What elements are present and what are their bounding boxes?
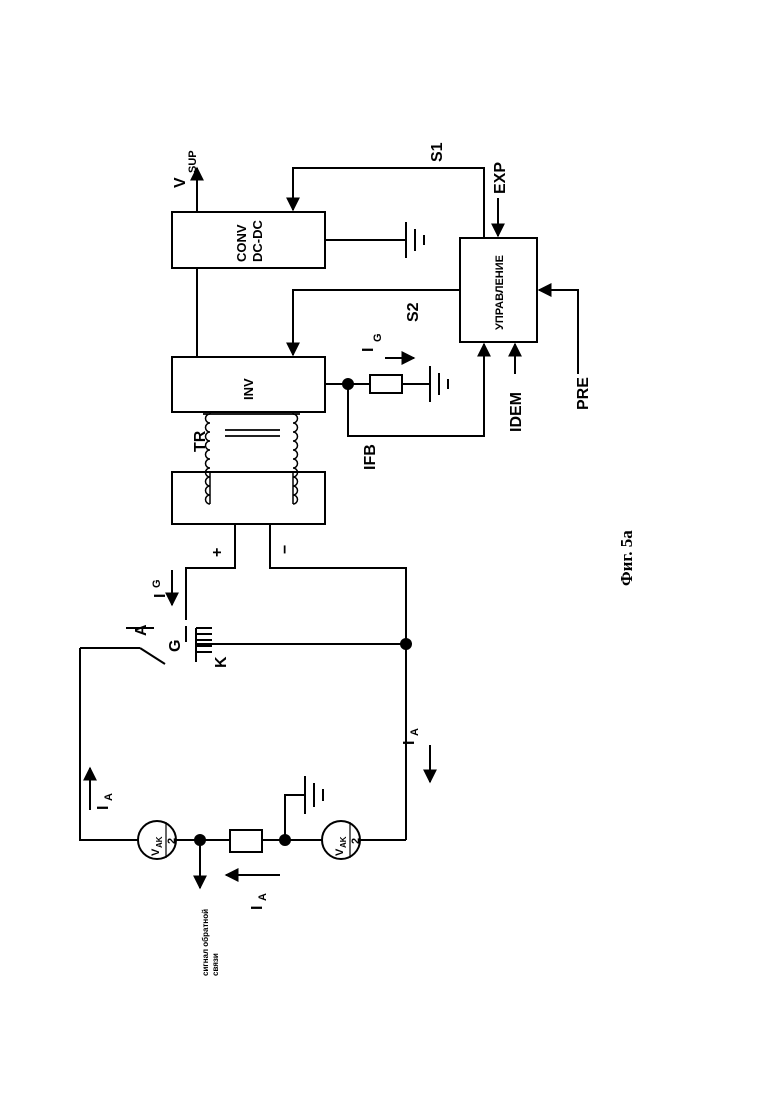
vsup-subscript: SUP: [187, 150, 199, 173]
s1-label: S1: [429, 142, 446, 162]
inverter-block: INV: [172, 357, 325, 412]
ig-label-lower: I: [152, 594, 169, 598]
vak-left-label: V: [150, 848, 162, 856]
control-block: УПРАВЛЕНИЕ: [460, 238, 537, 342]
ig-subscript-top: G: [372, 333, 384, 342]
vak-meter-right: V AK 2: [322, 821, 362, 859]
exp-label: EXP: [492, 162, 509, 194]
control-label: УПРАВЛЕНИЕ: [494, 255, 506, 330]
thyristor-g-label: G: [167, 640, 184, 652]
ifb-feedback-line: [348, 344, 484, 436]
loop-ground: [285, 776, 323, 840]
dcdc-label: DC-DC: [250, 220, 265, 262]
conv-dcdc-block: CONV DC-DC: [172, 212, 325, 268]
ia-label-right: I: [401, 741, 418, 745]
ia-label-bottom: I: [249, 906, 266, 910]
tr-label: TR: [192, 430, 209, 452]
pre-input: [539, 290, 578, 374]
ia-subscript-bottom: A: [257, 893, 269, 901]
feedback-label-line2: связи: [211, 953, 220, 976]
figure-caption: Фиг. 5а: [617, 530, 636, 586]
ig-subscript-lower: G: [151, 579, 163, 588]
pre-label: PRE: [575, 377, 592, 410]
minus-label: −: [277, 545, 294, 554]
ifb-label: IFB: [362, 444, 379, 470]
feedback-label-line1: сигнал обратной: [201, 909, 210, 976]
vak-left-denominator: 2: [166, 838, 178, 844]
s1-signal-line: [293, 168, 484, 238]
plus-label: +: [209, 548, 226, 557]
rectifier-block: [172, 472, 325, 524]
conv-label: CONV: [234, 224, 249, 262]
ia-subscript-right: A: [409, 728, 421, 736]
shunt-resistor: [230, 830, 262, 852]
ia-subscript-left: A: [103, 793, 115, 801]
transformer: [206, 412, 298, 504]
s2-signal-line: [293, 290, 460, 355]
transformer-core: [203, 414, 300, 472]
cathode-junction-dot: [400, 638, 412, 650]
vak-left-subscript: AK: [155, 836, 164, 848]
inv-label: INV: [241, 378, 256, 400]
ia-label-left: I: [95, 806, 112, 810]
vak-right-label: V: [334, 848, 346, 856]
vsup-label: V: [172, 177, 189, 188]
thyristor: [80, 626, 406, 664]
vak-right-subscript: AK: [339, 836, 348, 848]
ig-label-top: I: [360, 348, 377, 352]
vak-meter-left: V AK 2: [138, 821, 178, 859]
conv-ground: [325, 222, 424, 258]
thyristor-a-label: A: [133, 624, 150, 636]
vak-right-denominator: 2: [350, 838, 362, 844]
ifb-junction-dot: [342, 378, 354, 390]
s2-label: S2: [405, 302, 422, 322]
anode-loop-wire: [80, 648, 406, 840]
minus-output-wire: [270, 524, 406, 840]
thyristor-k-label: K: [213, 656, 230, 668]
idem-label: IDEM: [508, 392, 525, 432]
plus-output-wire: [186, 524, 235, 620]
